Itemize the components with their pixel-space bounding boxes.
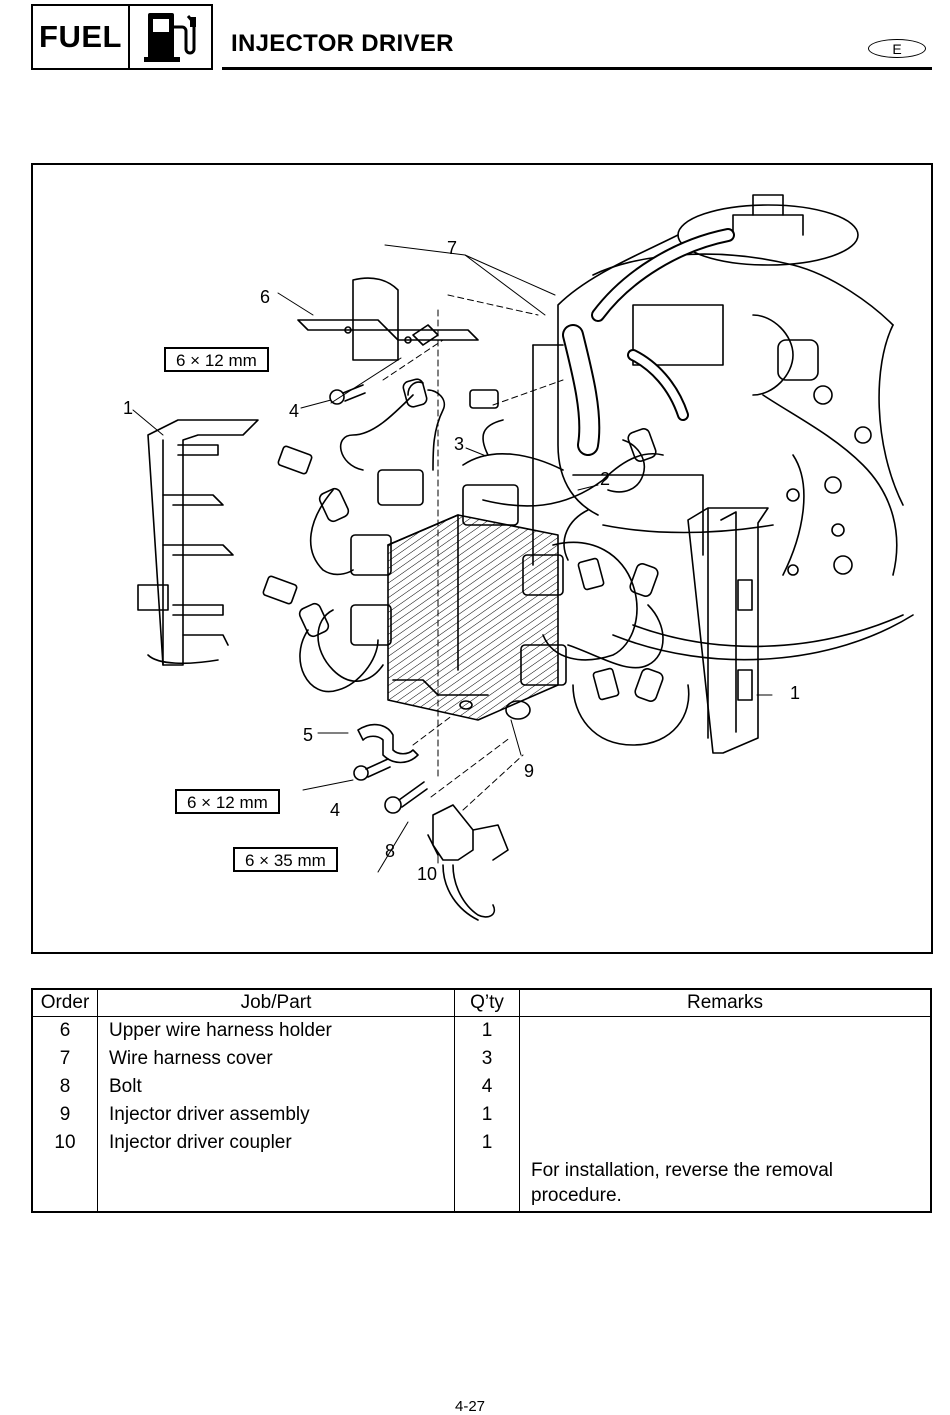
cell-qty: 1: [455, 1017, 520, 1046]
callout-8: 8: [385, 842, 395, 860]
callout-6: 6: [260, 288, 270, 306]
callout-9: 9: [524, 762, 534, 780]
callout-10: 10: [417, 865, 437, 883]
cell-part: Bolt: [98, 1073, 455, 1101]
cell-qty: 3: [455, 1045, 520, 1073]
page-number: 4-27: [455, 1398, 485, 1415]
col-header-qty: Q’ty: [455, 989, 520, 1017]
left-harness-cover-drawing: [138, 420, 258, 665]
right-harness-cover-drawing: [688, 508, 768, 753]
callout-1-right: 1: [790, 684, 800, 702]
col-header-part: Job/Part: [98, 989, 455, 1017]
callout-7: 7: [447, 239, 457, 257]
cell-remarks: [520, 1129, 932, 1157]
table-row: 6 Upper wire harness holder 1: [32, 1017, 931, 1046]
language-badge: E: [868, 39, 926, 58]
cell-qty: 1: [455, 1101, 520, 1129]
callout-1-left: 1: [123, 399, 133, 417]
callout-4-top: 4: [289, 402, 299, 420]
cell-order: 8: [32, 1073, 98, 1101]
header-rule: [222, 67, 932, 70]
cell-order: 9: [32, 1101, 98, 1129]
page-title: INJECTOR DRIVER: [231, 30, 454, 58]
callout-4-bottom: 4: [330, 801, 340, 819]
table-row: 10 Injector driver coupler 1: [32, 1129, 931, 1157]
upper-holder-drawing: [298, 278, 478, 360]
table-row: 7 Wire harness cover 3: [32, 1045, 931, 1073]
callout-3: 3: [454, 435, 464, 453]
size-label-upper-bolt: 6 × 12 mm: [164, 347, 269, 372]
cell-qty: 4: [455, 1073, 520, 1101]
cell-order: 10: [32, 1129, 98, 1157]
cell-remarks: [520, 1101, 932, 1129]
injector-driver-drawing: [388, 515, 558, 720]
col-header-order: Order: [32, 989, 98, 1017]
cell-order: 6: [32, 1017, 98, 1046]
fuel-pump-icon: [130, 6, 211, 68]
cell-qty: 1: [455, 1129, 520, 1157]
table-row: For installation, reverse the removal pr…: [32, 1157, 931, 1212]
table-row: 8 Bolt 4: [32, 1073, 931, 1101]
cell-qty: [455, 1157, 520, 1212]
size-label-lower-bolt: 6 × 12 mm: [175, 789, 280, 814]
exploded-view-figure: 1 1 2 3 4 4 5 6 7 8 9 10 6 × 12 mm 6 × 1…: [31, 163, 933, 954]
cell-order: [32, 1157, 98, 1212]
callout-5: 5: [303, 726, 313, 744]
cell-part: Upper wire harness holder: [98, 1017, 455, 1046]
cell-part: Wire harness cover: [98, 1045, 455, 1073]
cell-remarks: [520, 1045, 932, 1073]
cell-remarks: [520, 1073, 932, 1101]
callout-2: 2: [600, 470, 610, 488]
cell-order: 7: [32, 1045, 98, 1073]
remark-installation-note: For installation, reverse the removal pr…: [531, 1157, 922, 1208]
parts-table: Order Job/Part Q’ty Remarks 6 Upper wire…: [31, 988, 932, 1213]
chapter-tab: FUEL: [31, 4, 213, 70]
engine-block-drawing: [533, 195, 913, 660]
cell-remarks: For installation, reverse the removal pr…: [520, 1157, 932, 1212]
table-row: 9 Injector driver assembly 1: [32, 1101, 931, 1129]
col-header-remarks: Remarks: [520, 989, 932, 1017]
chapter-name: FUEL: [33, 6, 130, 68]
table-header-row: Order Job/Part Q’ty Remarks: [32, 989, 931, 1017]
injector-driver-exploded-view-icon: [33, 165, 933, 954]
cell-part: Injector driver assembly: [98, 1101, 455, 1129]
cell-part: [98, 1157, 455, 1212]
cell-remarks: [520, 1017, 932, 1046]
size-label-long-bolt: 6 × 35 mm: [233, 847, 338, 872]
cell-part: Injector driver coupler: [98, 1129, 455, 1157]
